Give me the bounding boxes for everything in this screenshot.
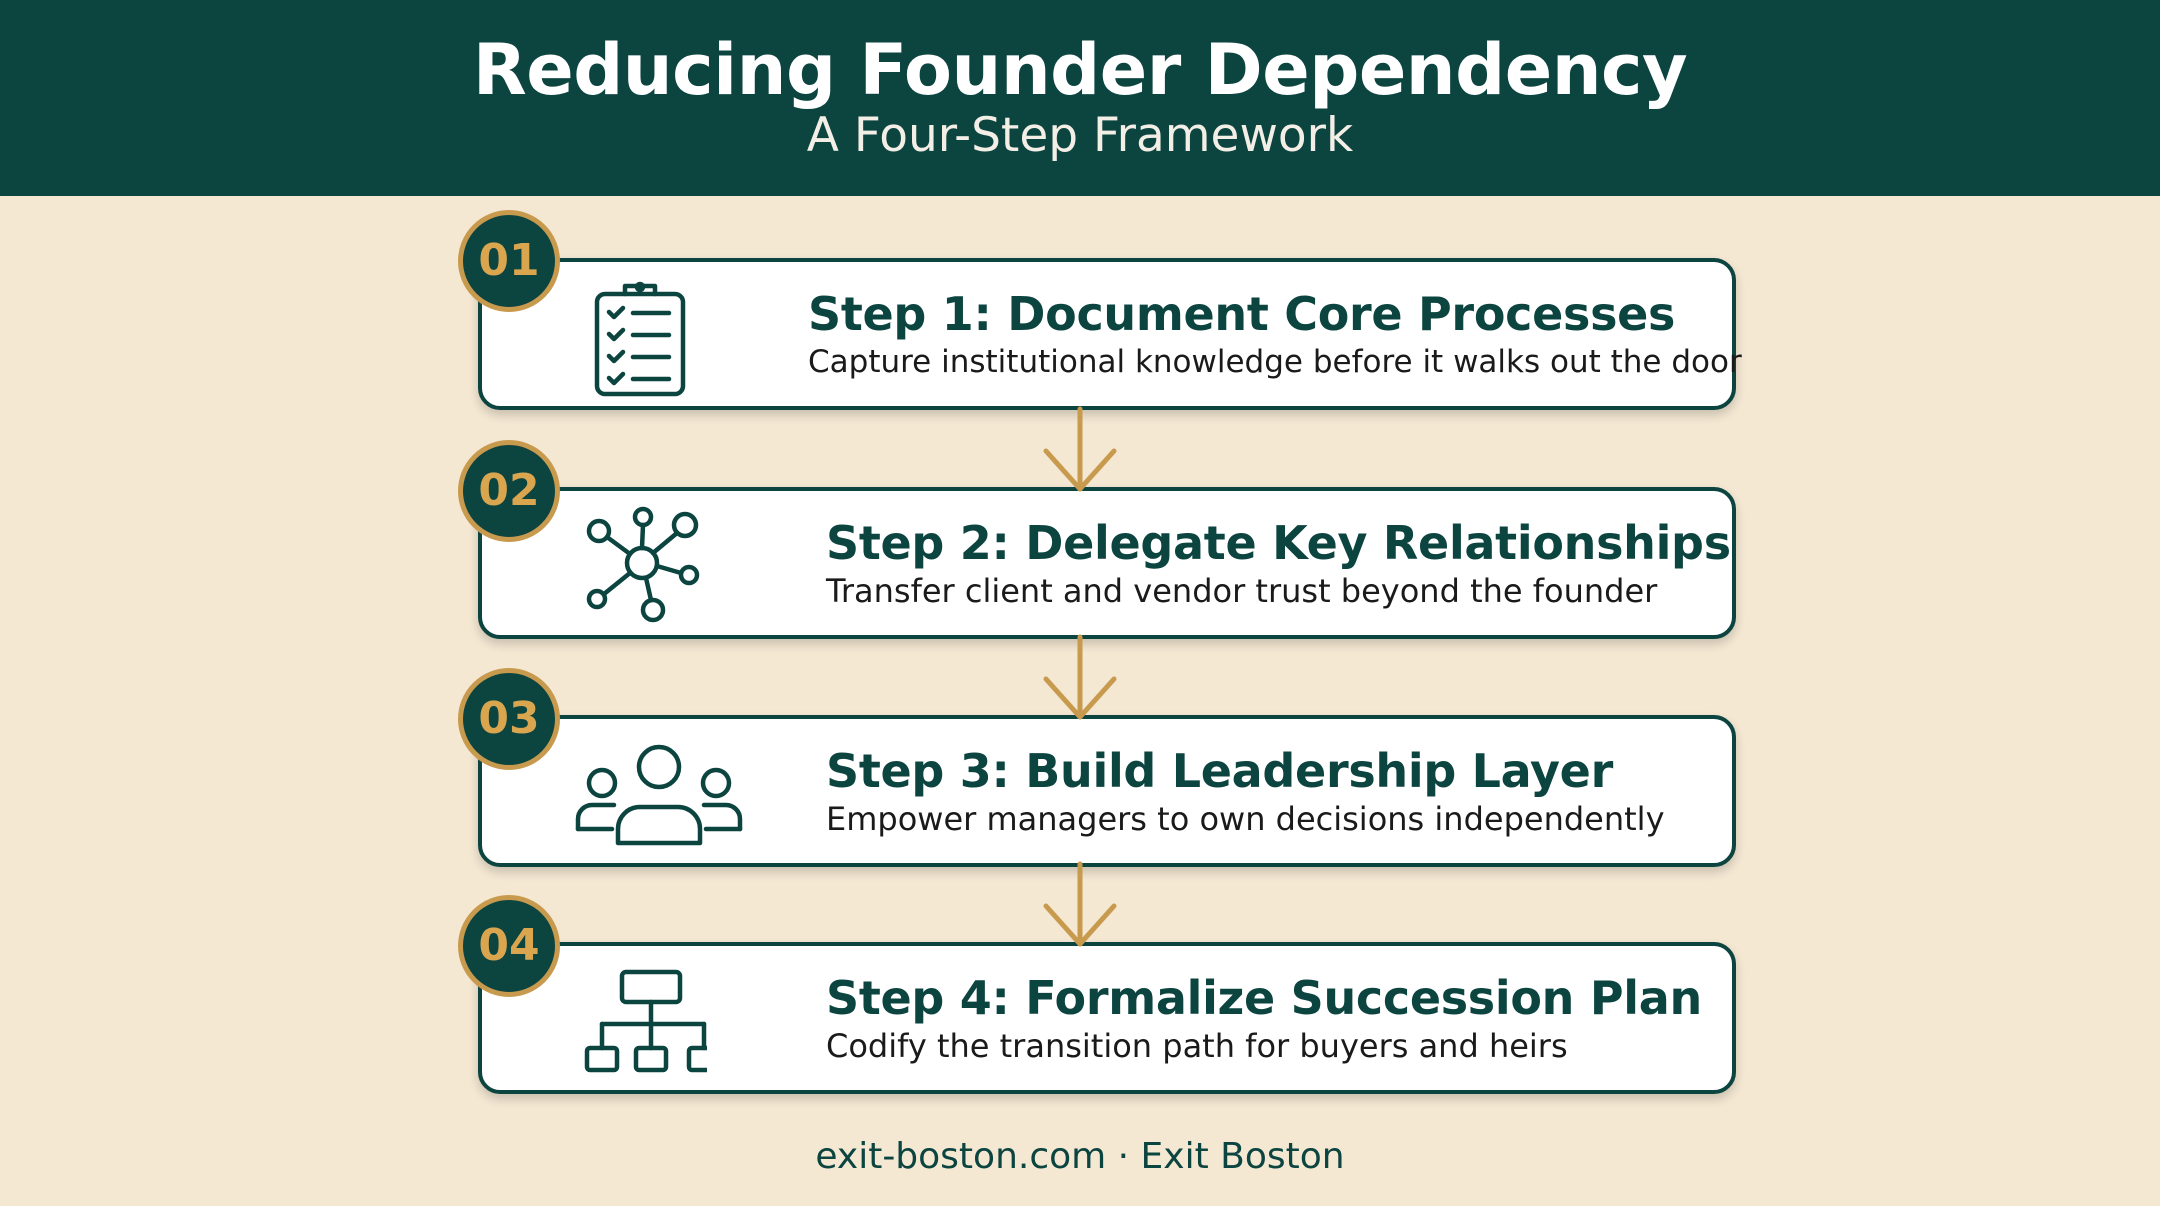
footer-credit: exit-boston.com · Exit Boston	[815, 1136, 1345, 1177]
network-hub-icon	[577, 503, 707, 627]
step-number-badge-3: 03	[458, 668, 560, 770]
step-description-4: Codify the transition path for buyers an…	[826, 1027, 1568, 1065]
step-number-badge-4: 04	[458, 895, 560, 997]
arrow-down-icon	[1040, 633, 1120, 723]
step-description-1: Capture institutional knowledge before i…	[808, 344, 1742, 380]
step-number-badge-2: 02	[458, 440, 560, 542]
step-title-2: Step 2: Delegate Key Relationships	[826, 516, 1731, 570]
page-subtitle: A Four-Step Framework	[806, 108, 1354, 163]
step-title-4: Step 4: Formalize Succession Plan	[826, 971, 1702, 1025]
arrow-down-icon	[1040, 405, 1120, 495]
step-card-3: Step 3: Build Leadership Layer Empower m…	[478, 715, 1736, 867]
step-description-2: Transfer client and vendor trust beyond …	[826, 572, 1658, 610]
page-title: Reducing Founder Dependency	[472, 29, 1688, 111]
org-chart-icon	[577, 958, 707, 1082]
step-card-2: Step 2: Delegate Key Relationships Trans…	[478, 487, 1736, 639]
step-card-4: Step 4: Formalize Succession Plan Codify…	[478, 942, 1736, 1094]
header-banner: Reducing Founder Dependency A Four-Step …	[0, 0, 2160, 196]
arrow-down-icon	[1040, 860, 1120, 950]
team-people-icon	[572, 731, 747, 855]
step-title-3: Step 3: Build Leadership Layer	[826, 744, 1613, 798]
step-card-1: Step 1: Document Core Processes Capture …	[478, 258, 1742, 410]
clipboard-checklist-icon	[577, 274, 707, 398]
step-description-3: Empower managers to own decisions indepe…	[826, 800, 1665, 838]
step-number-badge-1: 01	[458, 210, 560, 312]
step-title-1: Step 1: Document Core Processes	[808, 287, 1676, 341]
